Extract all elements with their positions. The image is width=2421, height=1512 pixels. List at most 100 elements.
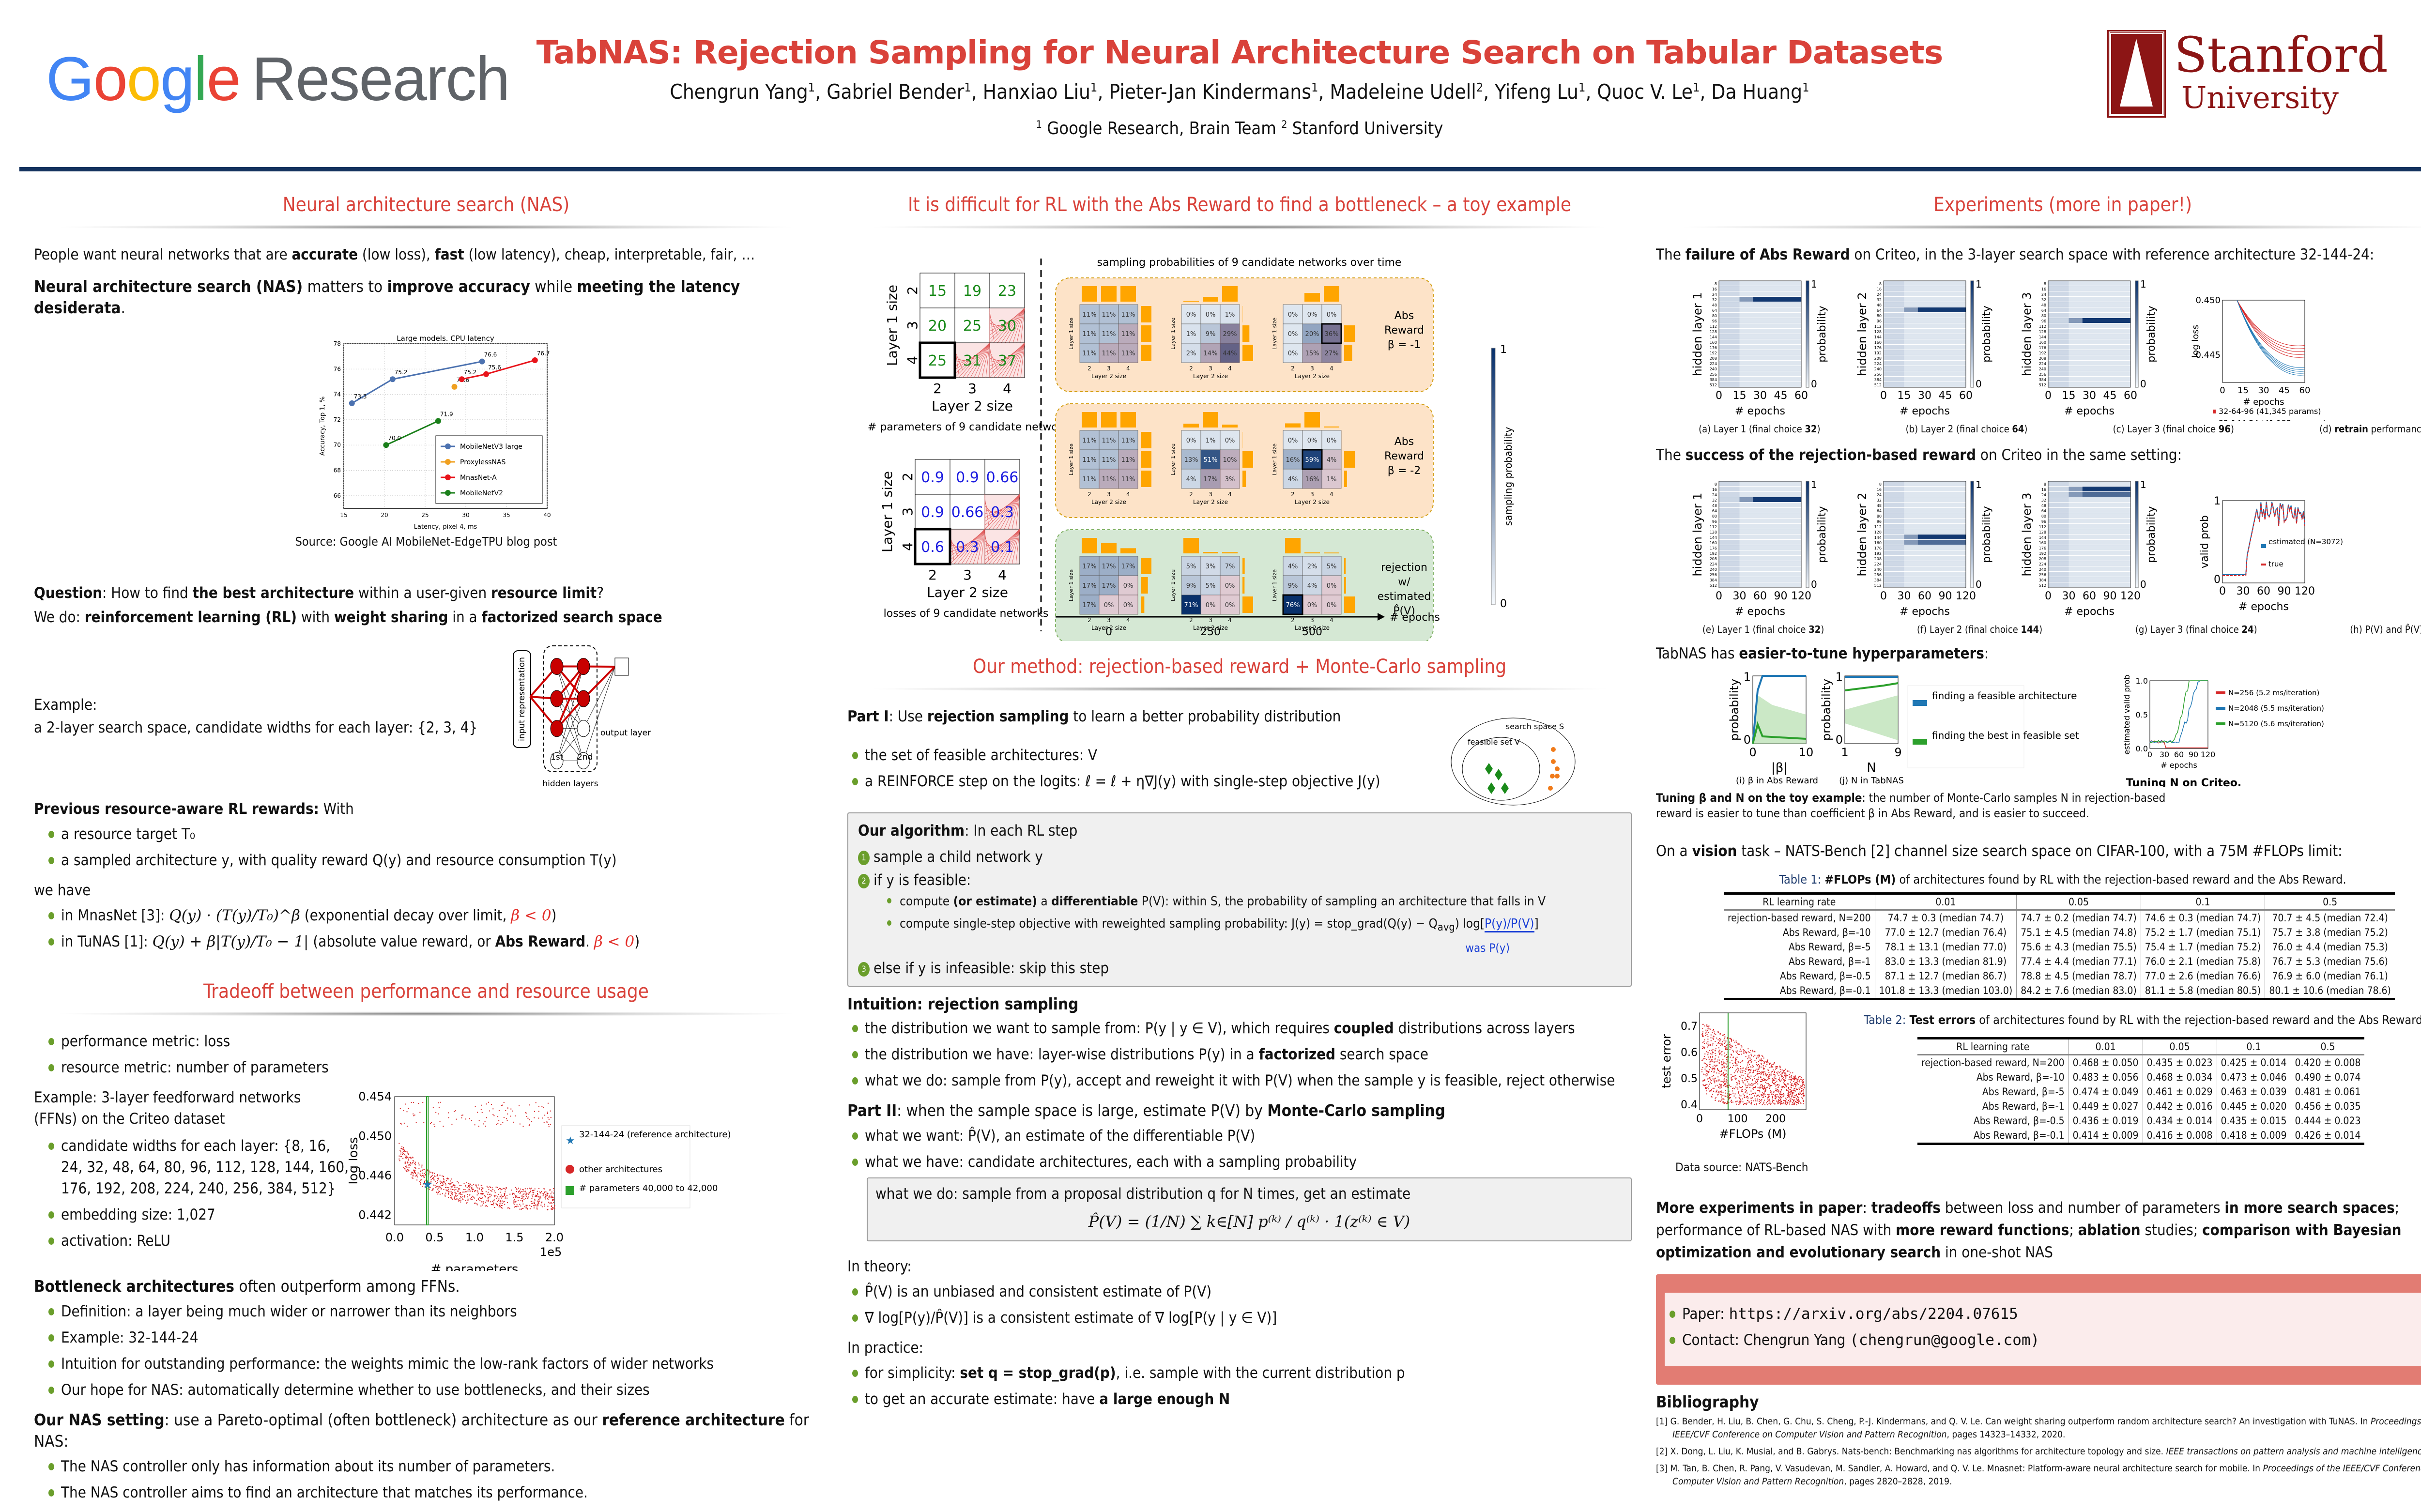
scatter-point: [1759, 1103, 1760, 1104]
scatter-point: [1712, 1044, 1713, 1045]
heat-cell: [2096, 535, 2103, 539]
heat-cell: [1753, 313, 1761, 318]
scatter-point: [1752, 1093, 1753, 1094]
heat-cell: [1726, 582, 1733, 587]
x-tick-label: 0.0: [385, 1231, 404, 1244]
heat-cell: [1774, 492, 1781, 497]
prob-value: 17%: [1083, 563, 1097, 570]
heat-cell: [1959, 582, 1966, 587]
scatter-point: [1766, 1080, 1767, 1081]
scatter-point: [448, 1187, 449, 1188]
feasible-arch-icon: [1501, 782, 1509, 794]
paper-link[interactable]: https://arxiv.org/abs/2204.07615: [1729, 1305, 2018, 1323]
heat-cell: [1904, 540, 1912, 545]
heat-cell: [1918, 377, 1925, 382]
heat-cell: [1911, 286, 1918, 291]
y-tick-label: 1: [2214, 495, 2221, 507]
heat-cell: [1781, 550, 1788, 555]
tuneN-caption: Tuning N on Criteo.: [2126, 777, 2241, 787]
heat-cell: [1740, 339, 1747, 344]
heat-cell: [1781, 313, 1788, 318]
method-label: w/: [1398, 576, 1410, 588]
heat-cell: [1931, 323, 1939, 328]
scatter-point: [406, 1158, 407, 1159]
heat-cell: [1959, 572, 1966, 577]
heat-cell: [1794, 556, 1802, 561]
heat-cell: [1931, 513, 1939, 518]
scatter-point: [502, 1196, 503, 1197]
heat-cell: [2103, 307, 2110, 312]
heat-cell: [2117, 339, 2124, 344]
scatter-point: [404, 1123, 405, 1124]
scatter-point: [478, 1185, 479, 1186]
scatter-point: [502, 1105, 503, 1106]
heat-cell: [1719, 577, 1726, 582]
scatter-point: [1726, 1082, 1727, 1083]
heat-cell: [2117, 487, 2124, 491]
scatter-point: [1712, 1032, 1713, 1033]
scatter-point: [1723, 1085, 1724, 1086]
scatter-point: [1747, 1076, 1748, 1077]
heat-cell: [1904, 366, 1912, 371]
prob-value: 11%: [1083, 457, 1097, 464]
retrain-curve: [2237, 300, 2305, 371]
y-axis-label: test error: [1660, 1034, 1673, 1088]
scatter-point: [1761, 1100, 1762, 1101]
heat-cell: [1781, 371, 1788, 376]
heat-cell: [2048, 492, 2055, 497]
legend-label: finding a feasible architecture: [1932, 690, 2077, 702]
heat-cell: [1918, 371, 1925, 376]
heat-cell: [1719, 497, 1726, 502]
scatter-point: [1734, 1096, 1735, 1097]
section-rule: [1675, 225, 2421, 229]
prob-value: 16%: [1286, 457, 1300, 464]
scatter-point: [1718, 1087, 1719, 1088]
heat-cell: [1918, 329, 1925, 334]
y-axis-label: hidden layer 1: [1691, 292, 1704, 376]
table1-caption: Table 1: #FLOPs (M) of architectures fou…: [1656, 872, 2421, 886]
scatter-point: [437, 1186, 438, 1187]
heat-cell: [1781, 382, 1788, 387]
heat-cell: [1732, 487, 1740, 491]
scatter-point: [529, 1119, 530, 1120]
scatter-point: [1737, 1087, 1738, 1088]
heat-cell: [2089, 334, 2097, 339]
heat-cell: [1897, 545, 1904, 550]
heat-cell: [1781, 355, 1788, 360]
scatter-point: [1747, 1058, 1748, 1059]
x-tick-label: 0: [1716, 590, 1722, 602]
scatter-point: [407, 1162, 408, 1163]
heat-cell: [1918, 318, 1925, 323]
scatter-point: [550, 1111, 551, 1112]
table-cell: 0.468 ± 0.050: [2069, 1055, 2143, 1070]
scatter-point: [1716, 1045, 1717, 1046]
width-tick: 512: [1710, 583, 1717, 588]
scatter-point: [1772, 1082, 1773, 1083]
heat-cell: [2083, 561, 2090, 566]
contact-email[interactable]: (chengrun@google.com): [1850, 1331, 2039, 1349]
prob-value: 0%: [1327, 582, 1337, 590]
scatter-point: [1732, 1057, 1733, 1058]
scatter-point: [1772, 1067, 1773, 1068]
heat-cell: [1781, 529, 1788, 534]
heat-cell: [1925, 366, 1932, 371]
scatter-point: [1782, 1087, 1783, 1088]
scatter-point: [440, 1187, 441, 1188]
heat-cell: [1774, 566, 1781, 571]
heat-cell: [1774, 550, 1781, 555]
heat-cell: [2089, 377, 2097, 382]
scatter-point: [1774, 1062, 1775, 1063]
heat-cell: [1946, 545, 1953, 550]
scatter-point: [1711, 1080, 1712, 1081]
scatter-point: [545, 1197, 546, 1198]
heat-cell: [1959, 492, 1966, 497]
scatter-point: [437, 1193, 438, 1194]
nas-importance: Neural architecture search (NAS) matters…: [34, 276, 818, 319]
heat-cell: [2055, 503, 2062, 507]
scatter-point: [514, 1199, 515, 1200]
data-point: [383, 442, 389, 448]
scatter-point: [1708, 1085, 1709, 1086]
scatter-point: [1780, 1094, 1781, 1095]
scatter-point: [1718, 1047, 1719, 1048]
